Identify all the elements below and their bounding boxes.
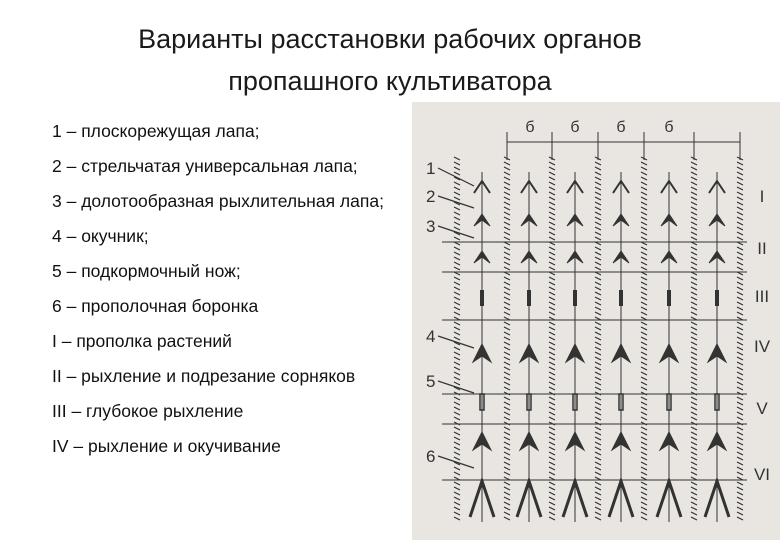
tool-number-label: 2 <box>426 187 435 206</box>
legend-item: 2 – стрельчатая универсальная лапа; <box>52 156 358 176</box>
sweep-share-icon <box>612 213 630 227</box>
weeding-harrow-icon <box>515 476 543 518</box>
section-roman-label: IV <box>754 337 771 356</box>
leader-arrow <box>437 195 475 209</box>
leader-arrow <box>437 167 475 187</box>
sweep-share-icon <box>473 250 491 264</box>
legend-item: 6 – прополочная боронка <box>52 296 259 316</box>
sweep-share-icon <box>660 213 678 227</box>
hiller-icon <box>518 342 540 364</box>
section-roman-label: III <box>755 287 769 306</box>
plant-row-line <box>503 156 511 521</box>
tool-number-label: 5 <box>426 372 435 391</box>
legend-item: 4 – окучник; <box>52 226 149 246</box>
feeding-knife-icon <box>479 393 485 411</box>
leader-arrow <box>437 380 475 394</box>
spacing-label: б <box>616 119 625 136</box>
spacing-label: б <box>525 119 534 136</box>
chisel-share-icon <box>480 290 484 306</box>
flat-share-icon <box>708 179 726 194</box>
hiller-icon <box>564 430 586 452</box>
plant-row-line <box>640 156 648 521</box>
weeding-harrow-icon <box>655 476 683 518</box>
tool-number-label: 4 <box>426 327 435 346</box>
chisel-share-icon <box>619 290 623 306</box>
sweep-share-icon <box>612 250 630 264</box>
leader-arrow <box>437 335 475 349</box>
spacing-label: б <box>570 119 579 136</box>
flat-share-icon <box>473 179 491 194</box>
sweep-share-icon <box>660 250 678 264</box>
legend-item: I – прополка растений <box>52 331 232 351</box>
plant-row-line <box>453 156 461 521</box>
sweep-share-icon <box>708 213 726 227</box>
section-roman-label: V <box>756 399 768 418</box>
hiller-icon <box>706 430 728 452</box>
tool-number-label: 1 <box>426 159 435 178</box>
weeding-harrow-icon <box>607 476 635 518</box>
hiller-icon <box>610 342 632 364</box>
spacing-label: б <box>664 119 673 136</box>
title-line-1: Варианты расстановки рабочих органов <box>138 24 642 54</box>
flat-share-icon <box>520 179 538 194</box>
flat-share-icon <box>612 179 630 194</box>
legend-item: II – рыхление и подрезание сорняков <box>52 366 356 386</box>
slide-title: Варианты расстановки рабочих органов про… <box>60 18 720 102</box>
hiller-icon <box>471 430 493 452</box>
hiller-icon <box>518 430 540 452</box>
hiller-icon <box>706 342 728 364</box>
feeding-knife-icon <box>572 393 578 411</box>
flat-share-icon <box>660 179 678 194</box>
chisel-share-icon <box>527 290 531 306</box>
plant-row-line <box>736 156 744 521</box>
chisel-share-icon <box>667 290 671 306</box>
legend-list: 1 – плоскорежущая лапа; 2 – стрельчатая … <box>52 118 412 468</box>
weeding-harrow-icon <box>468 476 496 518</box>
leader-arrow <box>437 225 475 239</box>
sweep-share-icon <box>566 213 584 227</box>
legend-item: 3 – долотообразная рыхлительная лапа; <box>52 191 384 211</box>
section-roman-label: I <box>760 187 765 206</box>
sweep-share-icon <box>566 250 584 264</box>
sweep-share-icon <box>473 213 491 227</box>
chisel-share-icon <box>715 290 719 306</box>
sweep-share-icon <box>520 250 538 264</box>
chisel-share-icon <box>573 290 577 306</box>
legend-item: 5 – подкормочный нож; <box>52 261 241 281</box>
tool-number-label: 3 <box>426 217 435 236</box>
feeding-knife-icon <box>714 393 720 411</box>
weeding-harrow-icon <box>561 476 589 518</box>
sweep-share-icon <box>708 250 726 264</box>
weeding-harrow-icon <box>703 476 731 518</box>
feeding-knife-icon <box>666 393 672 411</box>
leader-arrow <box>437 455 475 469</box>
flat-share-icon <box>566 179 584 194</box>
plant-row-line <box>594 156 602 521</box>
plant-row-line <box>548 156 556 521</box>
hiller-icon <box>610 430 632 452</box>
legend-item: III – глубокое рыхление <box>52 401 244 421</box>
hiller-icon <box>564 342 586 364</box>
hiller-icon <box>471 342 493 364</box>
section-roman-label: II <box>757 239 766 258</box>
feeding-knife-icon <box>526 393 532 411</box>
section-roman-label: VI <box>754 465 770 484</box>
legend-item: IV – рыхление и окучивание <box>52 436 281 456</box>
plant-row-line <box>690 156 698 521</box>
legend-item: 1 – плоскорежущая лапа; <box>52 121 260 141</box>
sweep-share-icon <box>520 213 538 227</box>
hiller-icon <box>658 342 680 364</box>
feeding-knife-icon <box>618 393 624 411</box>
title-line-2: пропашного культиватора <box>228 66 552 96</box>
hiller-icon <box>658 430 680 452</box>
tool-number-label: 6 <box>426 447 435 466</box>
